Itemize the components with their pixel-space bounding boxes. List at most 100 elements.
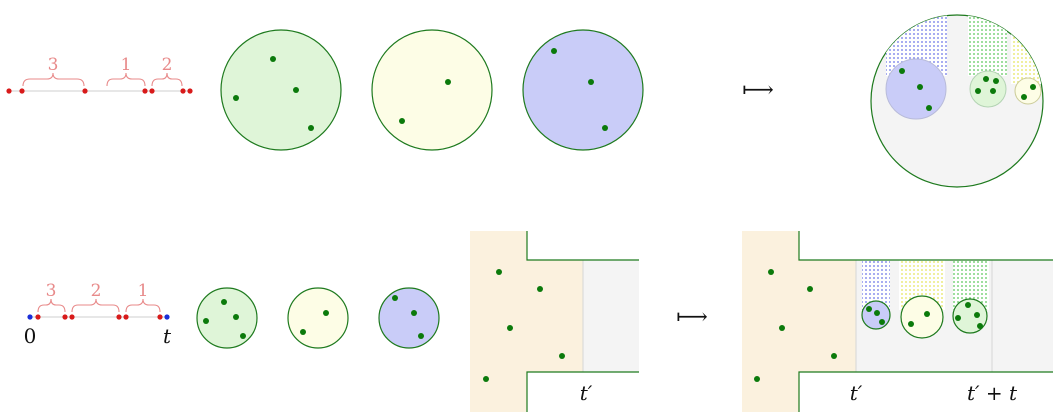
bottom-brace <box>71 298 120 313</box>
particle <box>924 311 930 317</box>
strip-outline-top <box>798 231 1053 261</box>
particle <box>559 353 565 359</box>
top-maps-to-arrow: ⟼ <box>742 78 774 103</box>
embedded-yellow-disk <box>900 295 944 339</box>
top-brace <box>22 72 85 87</box>
top-segment-label: 3 <box>48 55 59 75</box>
particle <box>908 321 914 327</box>
particle <box>551 48 557 54</box>
top-segment-label: 2 <box>162 55 173 75</box>
strip-before: t′ <box>470 231 639 412</box>
particle <box>754 376 760 382</box>
particle <box>779 325 785 331</box>
bottom-row: 3 2 1 0 t <box>24 231 1053 412</box>
particle <box>233 95 239 101</box>
yellow-dotted-strip <box>1011 15 1041 84</box>
particle <box>240 333 246 339</box>
particle <box>483 376 489 382</box>
bottom-segment-line: 3 2 1 0 t <box>24 281 172 348</box>
inner-green-disk <box>969 70 1007 108</box>
particle <box>993 78 999 84</box>
bottom-endpoint <box>164 314 170 320</box>
top-point <box>6 88 12 94</box>
particle <box>917 84 923 90</box>
particle <box>537 286 543 292</box>
tan-band <box>799 260 856 372</box>
particle <box>308 125 314 131</box>
bottom-point <box>35 314 41 320</box>
top-segment-line: 3 1 2 <box>6 55 193 94</box>
particle <box>418 333 424 339</box>
top-green-disk <box>220 29 342 151</box>
bottom-brace <box>37 298 66 313</box>
particle <box>270 56 276 62</box>
end-label: t <box>163 324 172 348</box>
particle <box>926 105 932 111</box>
tan-column <box>742 231 799 412</box>
bottom-point <box>157 314 163 320</box>
top-segment-label: 1 <box>121 55 132 75</box>
particle <box>588 79 594 85</box>
particle <box>203 318 209 324</box>
inner-yellow-disk <box>1014 77 1042 105</box>
particle <box>392 295 398 301</box>
particle <box>866 306 872 312</box>
particle <box>975 88 981 94</box>
particle <box>399 118 405 124</box>
bottom-point <box>123 314 129 320</box>
particle <box>221 299 227 305</box>
bottom-segment-label: 3 <box>46 281 57 301</box>
bottom-brace <box>125 298 161 313</box>
particle <box>768 269 774 275</box>
particle <box>955 315 961 321</box>
particle <box>974 312 980 318</box>
origin-label: 0 <box>24 324 37 348</box>
tan-column <box>470 231 527 412</box>
particle <box>874 310 880 316</box>
top-point <box>19 88 25 94</box>
bottom-segment-label: 1 <box>138 281 149 301</box>
particle <box>445 79 451 85</box>
top-brace <box>106 72 146 87</box>
strip-outline-bottom <box>798 371 1053 412</box>
bottom-segment-label: 2 <box>91 281 102 301</box>
top-point <box>142 88 148 94</box>
bottom-point <box>69 314 75 320</box>
green-dotted-strip <box>968 15 1007 76</box>
top-point <box>149 88 155 94</box>
inner-blue-disk <box>885 58 947 120</box>
particle <box>411 310 417 316</box>
bottom-yellow-disk <box>287 287 349 349</box>
bottom-maps-to-arrow: ⟼ <box>676 305 708 330</box>
bottom-point <box>62 314 68 320</box>
grey-band <box>583 260 639 372</box>
time-label-t-prime-plus-t: t′ + t <box>967 381 1018 405</box>
particle <box>1021 94 1027 100</box>
top-point <box>187 88 193 94</box>
strip-after: t′ t′ + t <box>742 231 1053 412</box>
top-row: 3 1 2 ⟼ <box>6 14 1044 188</box>
particle <box>496 269 502 275</box>
particle <box>293 87 299 93</box>
particle <box>1030 84 1036 90</box>
top-point <box>180 88 186 94</box>
particle <box>965 302 971 308</box>
top-brace <box>151 72 183 87</box>
particle <box>831 353 837 359</box>
bottom-green-disk <box>196 287 258 349</box>
time-label-t-prime: t′ <box>850 381 863 405</box>
bottom-blue-disk <box>378 287 440 349</box>
particle <box>983 76 989 82</box>
particle <box>977 323 983 329</box>
strip-outline-top <box>526 231 639 261</box>
particle <box>899 68 905 74</box>
top-point <box>82 88 88 94</box>
bottom-endpoint <box>27 314 33 320</box>
top-result-disk <box>870 14 1044 188</box>
bottom-point <box>116 314 122 320</box>
particle <box>602 125 608 131</box>
time-label-t-prime: t′ <box>580 381 593 405</box>
particle <box>507 325 513 331</box>
particle <box>807 286 813 292</box>
